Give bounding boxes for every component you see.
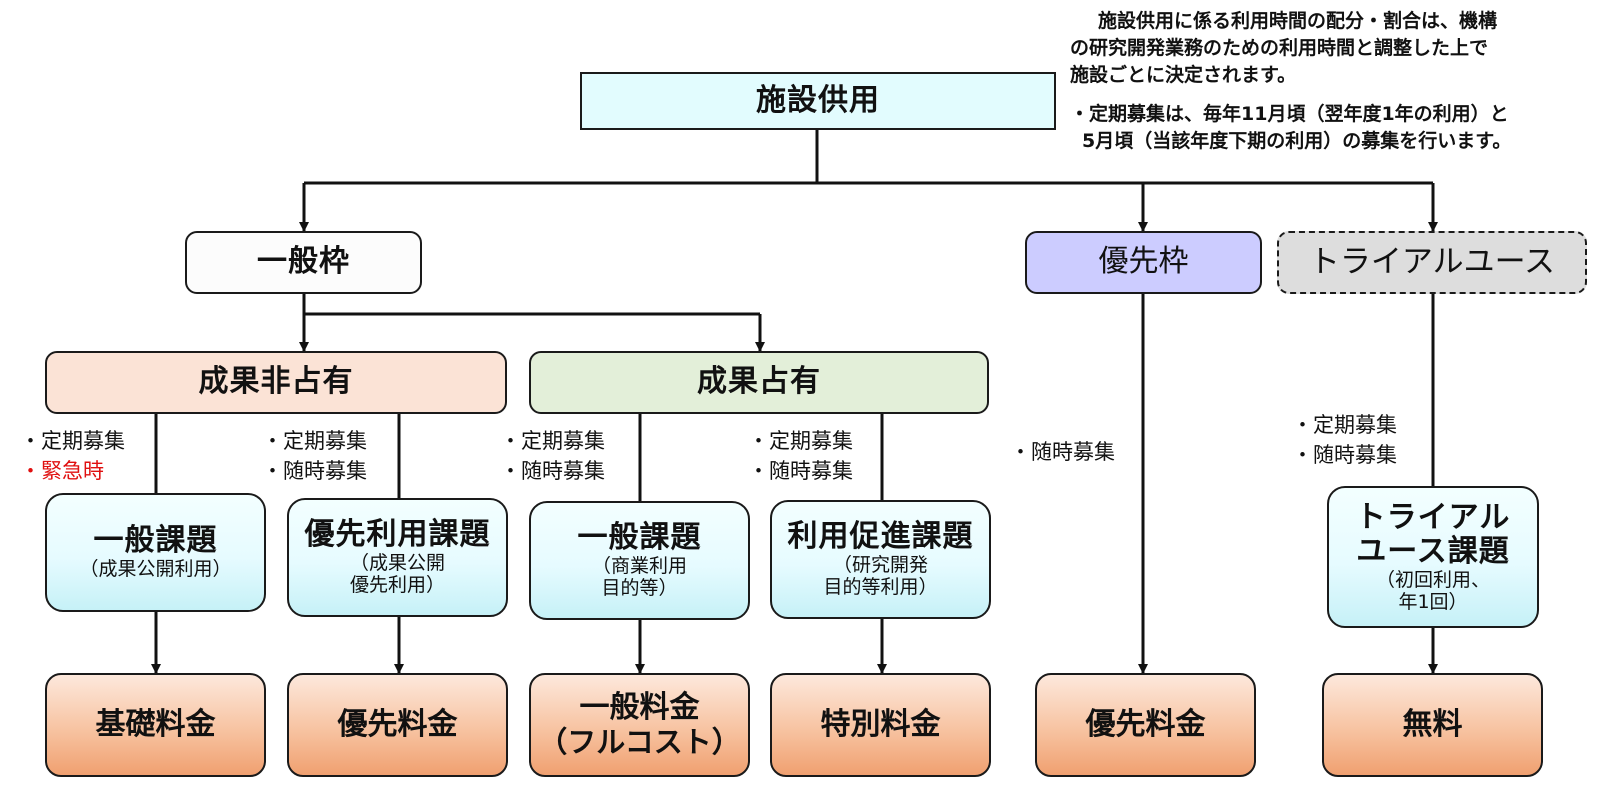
fee-priority-2: 優先料金 xyxy=(1035,673,1256,777)
category-trial: トライアルユース xyxy=(1277,231,1587,294)
project-title: 一般課題 xyxy=(93,523,218,559)
note-priority: ・随時募集 xyxy=(1010,437,1115,467)
info-line-2: の研究開発業務のための利用時間と調整した上で xyxy=(1070,37,1489,59)
fee-free: 無料 xyxy=(1322,673,1543,777)
note-text: ・定期募集 xyxy=(1292,413,1397,437)
fee-label: 優先料金 xyxy=(337,706,458,742)
project-subtitle: 優先利用） xyxy=(349,573,445,596)
project-promotion: 利用促進課題 （研究開発 目的等利用） xyxy=(770,500,991,619)
note-emergency-text: ・緊急時 xyxy=(20,459,104,483)
subcategory-non-exclusive-label: 成果非占有 xyxy=(198,364,354,400)
note-text: ・随時募集 xyxy=(262,459,367,483)
project-subtitle: （初回利用、 xyxy=(1375,568,1490,591)
fee-label: 優先料金 xyxy=(1085,706,1206,742)
project-subtitle: （成果公開利用） xyxy=(79,557,232,580)
category-general-label: 一般枠 xyxy=(257,244,350,280)
note-text: ・随時募集 xyxy=(748,459,853,483)
category-trial-label: トライアルユース xyxy=(1308,243,1556,280)
subcategory-exclusive-label: 成果占有 xyxy=(697,364,821,400)
fee-label: 基礎料金 xyxy=(95,706,216,742)
note-exclusive-general: ・定期募集 ・随時募集 xyxy=(500,426,605,486)
info-line-4: ・定期募集は、毎年11月頃（翌年度1年の利用）と xyxy=(1070,103,1509,125)
note-text: ・定期募集 xyxy=(262,429,367,453)
fee-special: 特別料金 xyxy=(770,673,991,777)
note-trial: ・定期募集 ・随時募集 xyxy=(1292,410,1397,470)
note-non-exclusive-general: ・定期募集 ・緊急時 xyxy=(20,426,125,486)
subcategory-exclusive: 成果占有 xyxy=(529,351,989,414)
project-trial-use: トライアル ユース課題 （初回利用、 年1回） xyxy=(1327,486,1539,628)
project-title: 利用促進課題 xyxy=(787,519,974,555)
project-subtitle: （商業利用 xyxy=(591,554,687,577)
fee-label: （フルコスト） xyxy=(538,724,741,759)
project-subtitle: （研究開発 xyxy=(832,553,928,576)
project-general-commercial: 一般課題 （商業利用 目的等） xyxy=(529,501,750,620)
project-title: トライアル xyxy=(1355,499,1511,535)
fee-basic: 基礎料金 xyxy=(45,673,266,777)
note-text: ・随時募集 xyxy=(500,459,605,483)
fee-label: 一般料金 xyxy=(579,690,700,726)
root-box-facility-use: 施設供用 xyxy=(580,72,1056,130)
project-subtitle: （成果公開 xyxy=(349,551,445,574)
category-general: 一般枠 xyxy=(185,231,422,294)
info-line-3: 施設ごとに決定されます。 xyxy=(1070,64,1297,86)
project-subtitle: 目的等） xyxy=(601,576,678,599)
project-title: 一般課題 xyxy=(577,520,702,556)
info-line-5: 5月頃（当該年度下期の利用）の募集を行います。 xyxy=(1082,130,1512,152)
project-subtitle: 年1回） xyxy=(1398,590,1468,613)
note-text: ・定期募集 xyxy=(500,429,605,453)
note-non-exclusive-priority: ・定期募集 ・随時募集 xyxy=(262,426,367,486)
note-text: ・随時募集 xyxy=(1010,440,1115,464)
project-title: ユース課題 xyxy=(1356,534,1510,570)
project-general-public: 一般課題 （成果公開利用） xyxy=(45,493,266,612)
info-line-1: 施設供用に係る利用時間の配分・割合は、機構 xyxy=(1098,10,1498,32)
fee-label: 特別料金 xyxy=(820,706,941,742)
category-priority-label: 優先枠 xyxy=(1098,244,1189,280)
note-exclusive-promotion: ・定期募集 ・随時募集 xyxy=(748,426,853,486)
fee-general-fullcost: 一般料金 （フルコスト） xyxy=(529,673,750,777)
note-text: ・随時募集 xyxy=(1292,443,1397,467)
project-title: 優先利用課題 xyxy=(304,517,491,553)
root-label: 施設供用 xyxy=(756,82,880,118)
fee-label: 無料 xyxy=(1402,706,1463,742)
project-subtitle: 目的等利用） xyxy=(823,575,938,598)
note-text: ・定期募集 xyxy=(20,429,125,453)
note-text: ・定期募集 xyxy=(748,429,853,453)
project-priority-use: 優先利用課題 （成果公開 優先利用） xyxy=(287,498,508,617)
subcategory-non-exclusive: 成果非占有 xyxy=(45,351,507,414)
category-priority: 優先枠 xyxy=(1025,231,1262,294)
fee-priority-1: 優先料金 xyxy=(287,673,508,777)
